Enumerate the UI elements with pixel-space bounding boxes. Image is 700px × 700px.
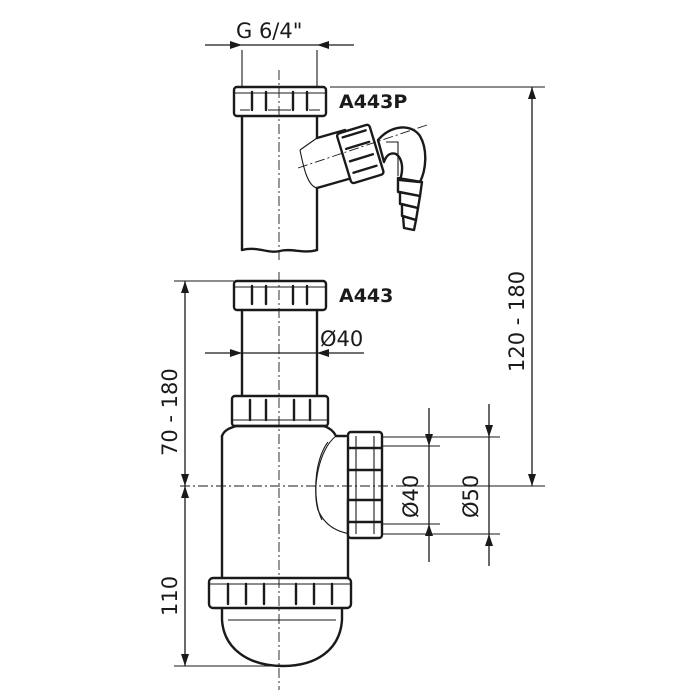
outlet-inner-label: Ø40 xyxy=(399,475,423,518)
hose-nozzle xyxy=(396,176,424,232)
total-height-label: 120 - 180 xyxy=(505,271,529,372)
model-label-lower: A443 xyxy=(339,285,393,307)
dimension-thread: G 6/4" xyxy=(205,19,354,86)
dimension-upper-height: 70 - 180 xyxy=(158,280,234,486)
outlet-outer-label: Ø50 xyxy=(459,475,483,518)
model-label-upper: A443P xyxy=(339,91,407,113)
upper-height-label: 70 - 180 xyxy=(158,368,182,456)
thread-label: G 6/4" xyxy=(236,19,302,43)
dimension-total-height: 120 - 180 xyxy=(330,86,545,487)
upper-tailpiece-a443p xyxy=(232,85,427,253)
lower-siphon-a443 xyxy=(207,279,384,668)
dimension-outlet-outer: Ø50 xyxy=(382,404,500,566)
dimension-bottom-height: 110 xyxy=(158,486,282,667)
center-lines xyxy=(180,70,431,690)
bottom-height-label: 110 xyxy=(158,576,182,616)
dimension-tube-diameter: Ø40 xyxy=(205,327,364,357)
dimension-outlet-inner: Ø40 xyxy=(382,408,440,562)
tube-diameter-label: Ø40 xyxy=(320,327,363,351)
